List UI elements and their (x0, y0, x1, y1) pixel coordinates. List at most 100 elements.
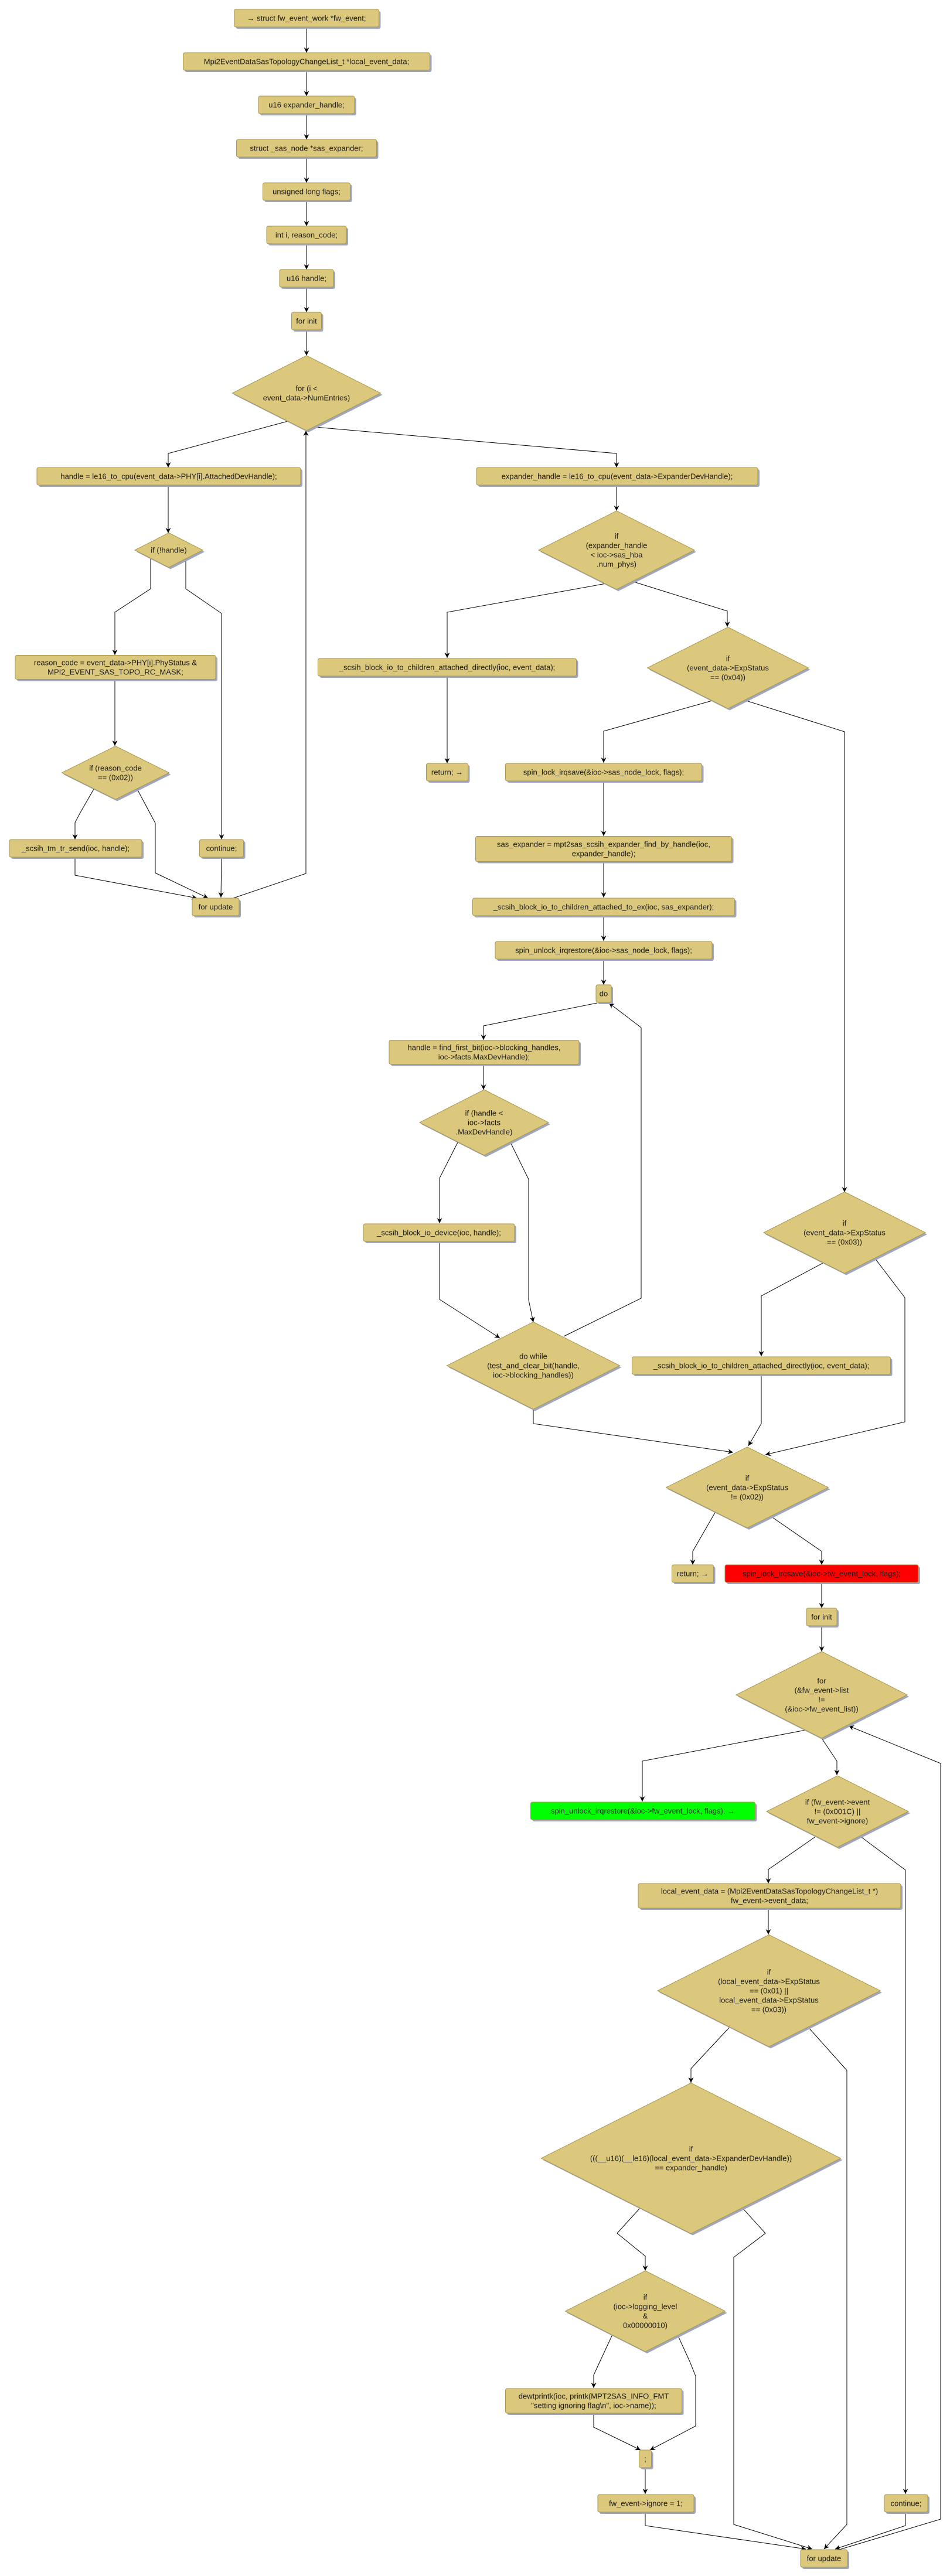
statement-box (806, 1608, 837, 1626)
statement-box (234, 9, 379, 28)
node-label: u16 expander_handle; (268, 101, 344, 110)
node-label: local_event_data = (Mpi2EventDataSasTopo… (661, 1887, 878, 1896)
decision-node: do while(test_and_clear_bit(handle,ioc->… (446, 1321, 622, 1411)
node-label: _scsih_block_io_device(ioc, handle); (376, 1229, 501, 1237)
flow-arrow (444, 583, 607, 658)
statement-node: return; → (426, 763, 470, 783)
node-label: if (726, 654, 730, 663)
statement-box (530, 1802, 755, 1820)
node-label: spin_unlock_irqrestore(&ioc->fw_event_lo… (551, 1807, 735, 1816)
statement-node: for update (800, 2549, 849, 2569)
flow-arrow (136, 787, 209, 899)
statement-box (263, 182, 350, 201)
node-label: return; → (677, 1570, 709, 1578)
flow-arrow (748, 1375, 762, 1446)
highlighted-statement-node-green: spin_unlock_irqrestore(&ioc->fw_event_lo… (530, 1802, 757, 1821)
statement-node: continue; (199, 839, 246, 859)
node-label: Mpi2EventDataSasTopologyChangeList_t *lo… (204, 57, 410, 66)
statement-box (884, 2494, 928, 2513)
statement-node: _scsih_block_io_to_children_attached_to_… (472, 898, 737, 917)
statement-node: continue; (884, 2494, 929, 2514)
statement-box (192, 898, 240, 916)
decision-diamond (765, 1775, 910, 1848)
node-label: (event_data->ExpStatus (803, 1229, 886, 1237)
node-label: == expander_handle) (655, 2164, 727, 2172)
flow-arrow (112, 558, 151, 655)
node-label: dewtprintk(ioc, printk(MPT2SAS_INFO_FMT (519, 2392, 669, 2401)
statement-box (505, 763, 702, 782)
node-label: .num_phys) (597, 560, 636, 569)
decision-node: for(&fw_event->list!=(&ioc->fw_event_lis… (735, 1651, 909, 1740)
flow-arrow (563, 1002, 642, 1337)
flow-arrow (821, 1738, 840, 1775)
statement-node: expander_handle = le16_to_cpu(event_data… (476, 467, 760, 487)
statement-box (475, 836, 732, 862)
flow-arrow (510, 1142, 535, 1323)
flow-arrow (74, 858, 198, 900)
flow-arrow (165, 421, 288, 468)
node-label: (&fw_event->list (795, 1686, 849, 1695)
statement-node: sas_expander = mpt2sas_scsih_expander_fi… (475, 836, 734, 864)
node-label: continue; (206, 844, 237, 853)
node-label: if (843, 1219, 847, 1228)
flow-arrow (633, 581, 730, 627)
node-label: fw_event->ignore) (807, 1817, 868, 1826)
statement-box (638, 1883, 901, 1909)
statement-node: _scsih_tm_tr_send(ioc, handle); (9, 839, 144, 859)
statement-node: spin_unlock_irqrestore(&ioc->sas_node_lo… (495, 941, 714, 961)
node-label: do while (519, 1352, 547, 1361)
node-label: if (handle < (465, 1109, 503, 1118)
decision-node: if (fw_event->event!= (0x001C) ||fw_even… (765, 1775, 910, 1849)
node-label: fw_event->event_data; (731, 1896, 808, 1905)
decision-node: if (!handle) (134, 532, 205, 569)
node-label: _scsih_tm_tr_send(ioc, handle); (21, 844, 130, 853)
node-label: ioc->facts.MaxDevHandle); (438, 1053, 530, 1062)
statement-node: for init (806, 1608, 839, 1628)
node-label: spin_lock_irqsave(&ioc->fw_event_lock, f… (743, 1570, 901, 1578)
node-label: fw_event->ignore = 1; (609, 2499, 683, 2508)
decision-node: if(((__u16)(__le16)(local_event_data->Ex… (540, 2082, 843, 2236)
statement-box (495, 941, 713, 960)
node-label: for update (199, 903, 233, 912)
statement-node: Mpi2EventDataSasTopologyChangeList_t *lo… (183, 52, 432, 72)
decision-node: if (reason_code== (0x02)) (61, 745, 171, 801)
node-label: expander_handle); (572, 849, 635, 858)
decision-node: if(ioc->logging_level&0x00000010) (564, 2270, 727, 2353)
node-label: (event_data->ExpStatus (687, 664, 769, 673)
node-label: ioc->blocking_handles)) (493, 1371, 574, 1380)
statement-box (632, 1356, 891, 1375)
statement-node: for update (192, 898, 241, 917)
statement-node: handle = find_first_bit(ioc->blocking_ha… (389, 1040, 581, 1066)
node-label: if (745, 1474, 750, 1483)
flow-arrow (481, 1002, 598, 1040)
node-label: (expander_handle (586, 541, 648, 550)
statement-node: u16 handle; (279, 269, 335, 289)
node-label: for (i < (295, 384, 317, 393)
node-label: (test_and_clear_bit(handle, (487, 1362, 580, 1370)
decision-diamond (735, 1651, 908, 1739)
node-label: == (0x03)) (751, 2005, 786, 2014)
statement-node: ; (639, 2449, 653, 2469)
decision-diamond (762, 1191, 927, 1274)
node-label: if (643, 2293, 648, 2302)
node-label: for init (296, 317, 317, 326)
decision-node: if(event_data->ExpStatus== (0x04)) (646, 626, 811, 711)
flow-arrow (437, 1142, 458, 1223)
statement-node: _scsih_block_io_to_children_attached_dir… (318, 658, 578, 678)
flow-arrow (315, 427, 619, 468)
statement-node: _scsih_block_io_to_children_attached_dir… (632, 1356, 893, 1376)
statement-box (595, 984, 612, 1003)
statement-box (363, 1223, 515, 1242)
statement-box (15, 655, 216, 680)
node-label: struct _sas_node *sas_expander; (250, 144, 363, 153)
decision-diamond (446, 1321, 621, 1410)
flow-arrow (593, 2413, 641, 2451)
flow-arrow (645, 2513, 806, 2551)
statement-node: spin_lock_irqsave(&ioc->sas_node_lock, f… (505, 763, 704, 783)
node-label: != (818, 1695, 825, 1704)
statement-node: → struct fw_event_work *fw_event; (234, 9, 381, 29)
statement-node: handle = le16_to_cpu(event_data->PHY[i].… (36, 467, 302, 487)
node-label: handle = le16_to_cpu(event_data->PHY[i].… (60, 472, 277, 481)
statement-box (672, 1564, 714, 1583)
flow-arrow (770, 1516, 825, 1565)
